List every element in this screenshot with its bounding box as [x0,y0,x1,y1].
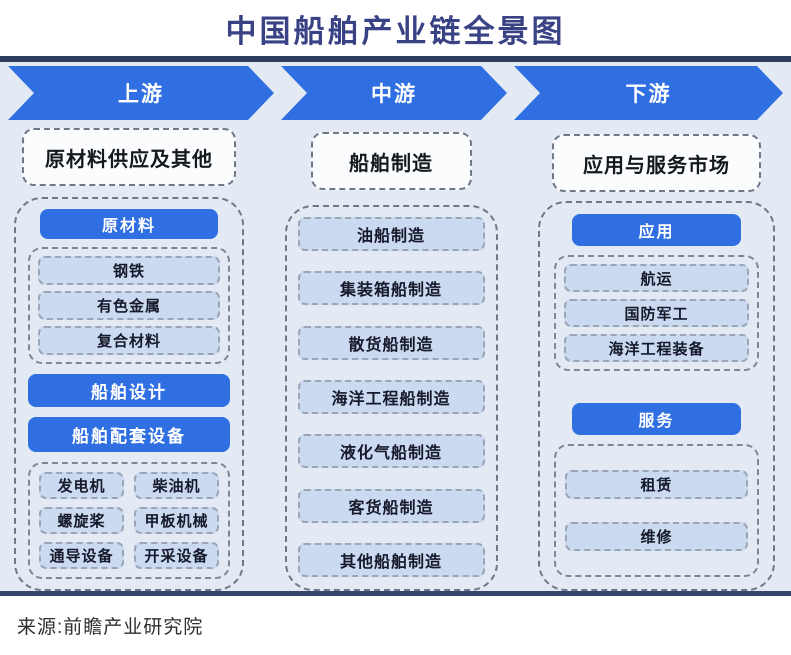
stage-label-midstream: 中游 [371,83,417,106]
stage-label-downstream: 下游 [625,83,672,106]
item-composite-material: 复合材料 [38,326,220,355]
item-container-ship-mfg: 集装箱船制造 [297,271,485,306]
application-group: 航运 国防军工 海洋工程装备 [554,255,759,371]
item-generator: 发电机 [39,472,124,499]
stage-label-upstream: 上游 [118,83,164,106]
stage-arrows-row: 上游 中游 下游 [0,66,791,120]
item-mining-equipment: 开采设备 [134,542,219,569]
item-defense-military: 国防军工 [564,299,749,327]
service-title-pill: 服务 [572,403,741,435]
item-nonferrous-metal: 有色金属 [38,291,220,320]
downstream-container: 应用 航运 国防军工 海洋工程装备 服务 租赁 维修 [538,201,775,591]
service-group: 租赁 维修 [554,444,759,577]
item-steel: 钢铁 [38,256,220,285]
source-caption: 来源:前瞻产业研究院 [17,617,204,638]
item-bulk-carrier-mfg: 散货船制造 [297,325,485,360]
diagram-area: 上游 中游 下游 原材料供应及其他 原材料 钢铁 有色金属 复合材料 [0,62,791,591]
midstream-container: 油船制造 集装箱船制造 散货船制造 海洋工程船制造 液化气船制造 客货船制造 其… [284,205,498,591]
ship-design-pill: 船舶设计 [28,374,230,407]
columns-row: 原材料供应及其他 原材料 钢铁 有色金属 复合材料 船舶设计 船舶配套设备 发电… [0,120,791,591]
application-title-pill: 应用 [572,214,741,246]
upstream-container: 原材料 钢铁 有色金属 复合材料 船舶设计 船舶配套设备 发电机 柴油机 螺旋桨… [14,197,244,591]
item-shipping: 航运 [564,264,749,292]
column-midstream: 船舶制造 油船制造 集装箱船制造 散货船制造 海洋工程船制造 液化气船制造 客货… [284,128,498,591]
item-passenger-cargo-ship-mfg: 客货船制造 [297,488,485,523]
item-diesel-engine: 柴油机 [134,472,219,499]
item-maintenance: 维修 [565,522,748,552]
item-deck-machinery: 甲板机械 [134,507,219,534]
bottom-divider-bar [0,591,791,596]
stage-arrow-upstream: 上游 [8,66,274,120]
equipment-items-group: 发电机 柴油机 螺旋桨 甲板机械 通导设备 开采设备 [28,462,230,579]
raw-materials-title-pill: 原材料 [40,209,218,239]
midstream-header: 船舶制造 [310,132,472,190]
item-other-ship-mfg: 其他船舶制造 [297,542,485,577]
stage-arrow-midstream: 中游 [281,66,507,120]
downstream-header: 应用与服务市场 [552,134,761,192]
item-navigation-equipment: 通导设备 [39,542,124,569]
ship-equipment-pill: 船舶配套设备 [28,417,230,452]
item-propeller: 螺旋桨 [39,507,124,534]
raw-materials-group: 钢铁 有色金属 复合材料 [28,247,230,364]
column-upstream: 原材料供应及其他 原材料 钢铁 有色金属 复合材料 船舶设计 船舶配套设备 发电… [14,128,244,591]
item-leasing: 租赁 [565,469,748,499]
top-divider-bar [0,56,791,62]
stage-arrow-downstream: 下游 [514,66,783,120]
item-offshore-engineering-equipment: 海洋工程装备 [564,334,749,362]
item-lng-ship-mfg: 液化气船制造 [297,434,485,469]
page-title: 中国船舶产业链全景图 [225,13,566,49]
upstream-header: 原材料供应及其他 [22,128,236,186]
item-offshore-engineering-ship-mfg: 海洋工程船制造 [297,379,485,414]
column-downstream: 应用与服务市场 应用 航运 国防军工 海洋工程装备 服务 租赁 维修 [538,128,775,591]
item-oil-tanker-mfg: 油船制造 [297,217,485,251]
